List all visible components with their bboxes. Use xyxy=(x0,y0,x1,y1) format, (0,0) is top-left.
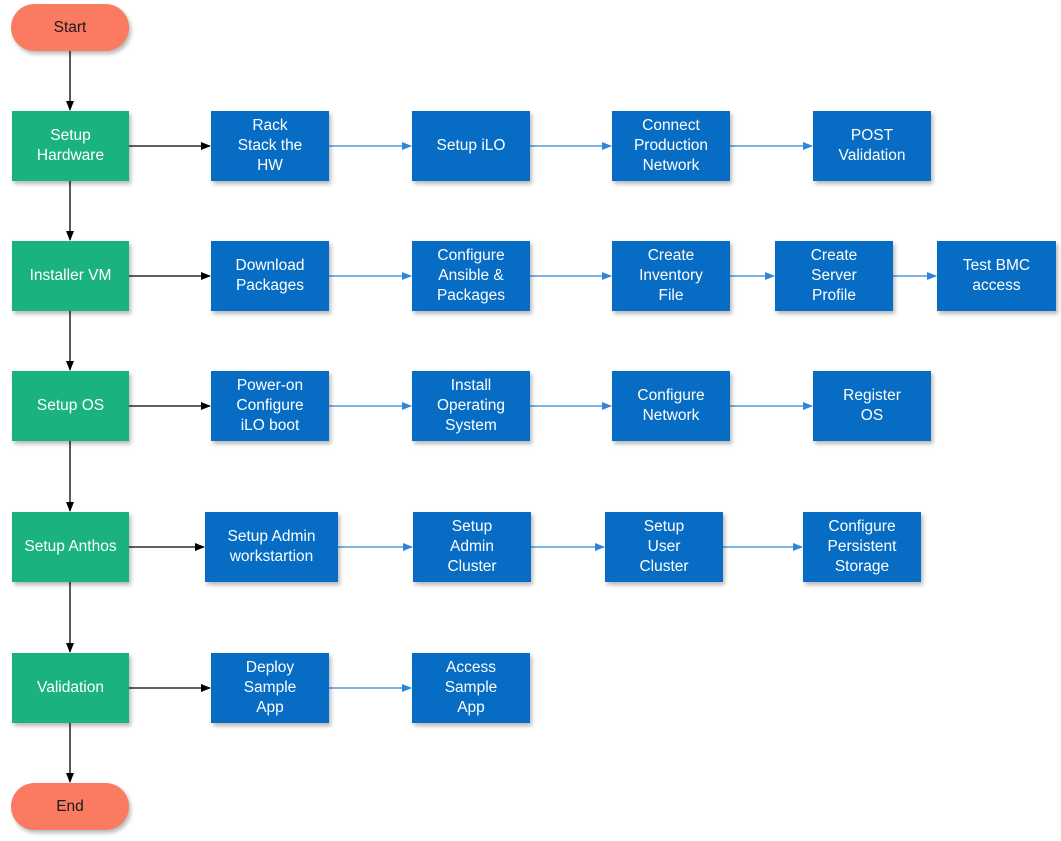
task-3-1-label: Power-on Configure iLO boot xyxy=(236,377,304,434)
task-3-1: Power-on Configure iLO boot xyxy=(211,371,329,441)
task-2-3-label: Create Inventory File xyxy=(639,247,703,304)
task-5-1: Deploy Sample App xyxy=(211,653,329,723)
terminal-start: Start xyxy=(11,4,129,51)
task-2-2: Configure Ansible & Packages xyxy=(412,241,530,311)
stage-1-label: Setup Hardware xyxy=(36,127,105,164)
stage-1: Setup Hardware xyxy=(12,111,129,181)
stage-2: Installer VM xyxy=(12,241,129,311)
task-4-4: Configure Persistent Storage xyxy=(803,512,921,582)
stage-4-label: Setup Anthos xyxy=(24,538,117,555)
task-2-1-label: Download Packages xyxy=(235,257,305,294)
stage-4: Setup Anthos xyxy=(12,512,129,582)
terminal-end-label: End xyxy=(56,797,84,815)
task-1-1-label: Rack Stack the HW xyxy=(237,117,303,174)
stage-3: Setup OS xyxy=(12,371,129,441)
task-4-1: Setup Admin workstartion xyxy=(205,512,338,582)
task-2-1: Download Packages xyxy=(211,241,329,311)
task-5-1-label: Deploy Sample App xyxy=(243,659,297,716)
task-2-5-label: Test BMC access xyxy=(962,257,1031,294)
task-4-3-label: Setup User Cluster xyxy=(639,518,689,575)
task-1-2-label: Setup iLO xyxy=(436,137,506,154)
task-2-4: Create Server Profile xyxy=(775,241,893,311)
task-4-2: Setup Admin Cluster xyxy=(413,512,531,582)
task-4-1-label: Setup Admin workstartion xyxy=(227,528,316,565)
task-3-3-label: Configure Network xyxy=(637,387,705,424)
task-2-2-label: Configure Ansible & Packages xyxy=(436,247,506,304)
stage-5-label: Validation xyxy=(37,679,104,696)
task-5-2: Access Sample App xyxy=(412,653,530,723)
task-3-2: Install Operating System xyxy=(412,371,530,441)
task-3-4: Register OS xyxy=(813,371,931,441)
task-3-4-label: Register OS xyxy=(843,387,901,424)
task-4-2-label: Setup Admin Cluster xyxy=(447,518,497,575)
task-3-2-label: Install Operating System xyxy=(436,377,506,434)
task-1-2: Setup iLO xyxy=(412,111,530,181)
task-1-3-label: Connect Production Network xyxy=(633,117,709,174)
stage-2-label: Installer VM xyxy=(29,267,112,284)
task-1-4-label: POST Validation xyxy=(838,127,906,164)
task-1-3: Connect Production Network xyxy=(612,111,730,181)
stage-5: Validation xyxy=(12,653,129,723)
task-4-4-label: Configure Persistent Storage xyxy=(827,518,897,575)
terminal-end: End xyxy=(11,783,129,830)
task-3-3: Configure Network xyxy=(612,371,730,441)
task-2-4-label: Create Server Profile xyxy=(810,247,858,304)
task-4-3: Setup User Cluster xyxy=(605,512,723,582)
stage-3-label: Setup OS xyxy=(36,397,105,414)
task-2-3: Create Inventory File xyxy=(612,241,730,311)
task-1-1: Rack Stack the HW xyxy=(211,111,329,181)
task-5-2-label: Access Sample App xyxy=(444,659,498,716)
task-2-5: Test BMC access xyxy=(937,241,1056,311)
terminal-start-label: Start xyxy=(53,18,87,36)
task-1-4: POST Validation xyxy=(813,111,931,181)
